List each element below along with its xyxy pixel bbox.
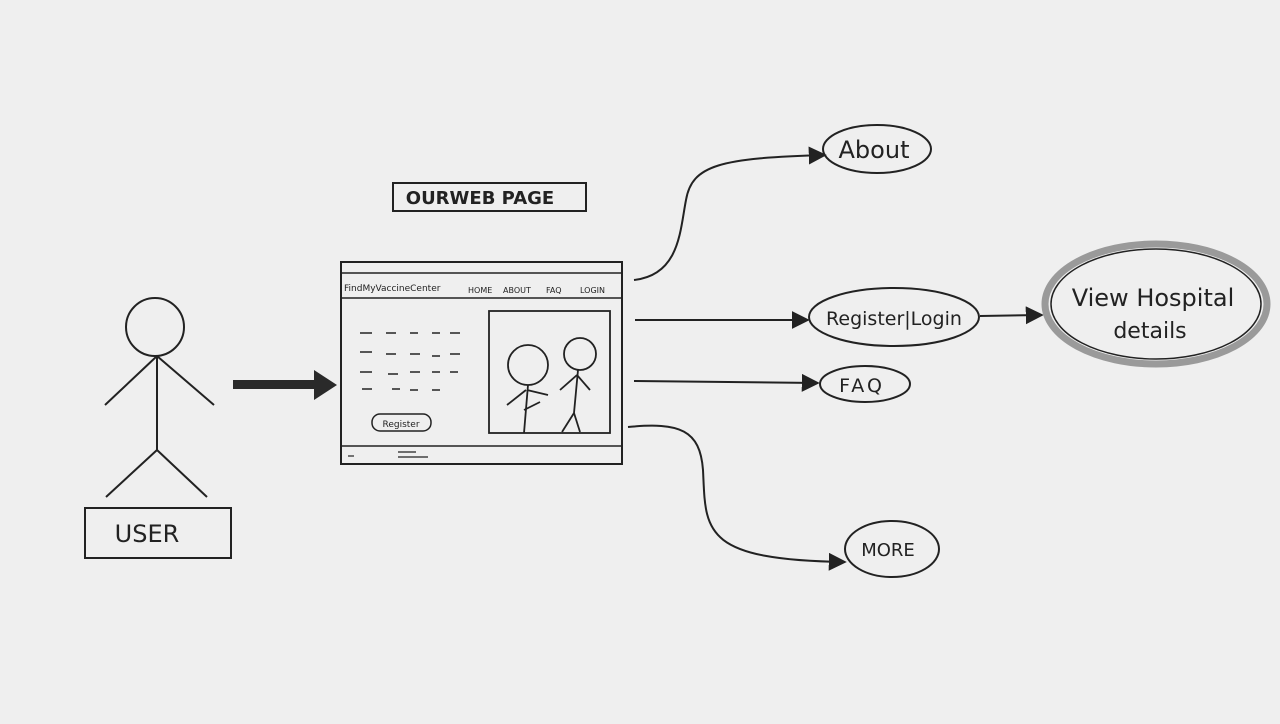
node-about-label: About bbox=[839, 136, 910, 164]
mockup-nav-home: HOME bbox=[468, 286, 492, 295]
node-view-hospital-line2: details bbox=[1113, 319, 1186, 344]
user-left-leg bbox=[105, 449, 158, 498]
mockup-nav-faq: FAQ bbox=[546, 286, 562, 295]
connector-to-more bbox=[627, 424, 847, 571]
user-label-box: USER bbox=[84, 507, 232, 559]
user-label: USER bbox=[115, 520, 180, 548]
user-to-webpage-arrow bbox=[233, 370, 337, 400]
webpage-mockup: FindMyVaccineCenter HOME ABOUT FAQ LOGIN… bbox=[340, 261, 623, 465]
node-more-label: MORE bbox=[861, 540, 915, 561]
webpage-title: OURWEB PAGE bbox=[406, 188, 554, 209]
node-faq-label: FAQ bbox=[839, 375, 885, 397]
node-faq: FAQ bbox=[819, 365, 911, 403]
mockup-footer-text bbox=[348, 451, 428, 458]
user-right-arm bbox=[156, 355, 215, 406]
user-right-leg bbox=[156, 449, 208, 498]
node-more: MORE bbox=[844, 520, 940, 578]
connector-to-about bbox=[633, 146, 827, 281]
user-left-arm bbox=[104, 355, 158, 406]
node-view-hospital-line1: View Hospital bbox=[1072, 284, 1235, 312]
mockup-nav-about: ABOUT bbox=[503, 286, 531, 295]
node-register-login-label: Register|Login bbox=[826, 308, 962, 330]
node-about: About bbox=[822, 124, 932, 174]
node-view-hospital-details: View Hospital details bbox=[1041, 240, 1271, 368]
user-head bbox=[125, 297, 185, 357]
connector-to-faq bbox=[633, 373, 820, 392]
connector-to-view-hospital bbox=[979, 306, 1044, 325]
user-stick-figure bbox=[104, 297, 215, 498]
mockup-hero-image bbox=[488, 310, 611, 434]
mockup-register-button: Register bbox=[371, 413, 432, 432]
mockup-frame bbox=[340, 261, 623, 465]
mockup-nav-login: LOGIN bbox=[580, 286, 605, 295]
mockup-brand: FindMyVaccineCenter bbox=[344, 284, 441, 294]
webpage-title-box: OURWEB PAGE bbox=[392, 182, 587, 212]
mockup-register-label: Register bbox=[382, 420, 419, 430]
node-register-login: Register|Login bbox=[808, 287, 980, 347]
mockup-placeholder-text bbox=[360, 332, 460, 391]
